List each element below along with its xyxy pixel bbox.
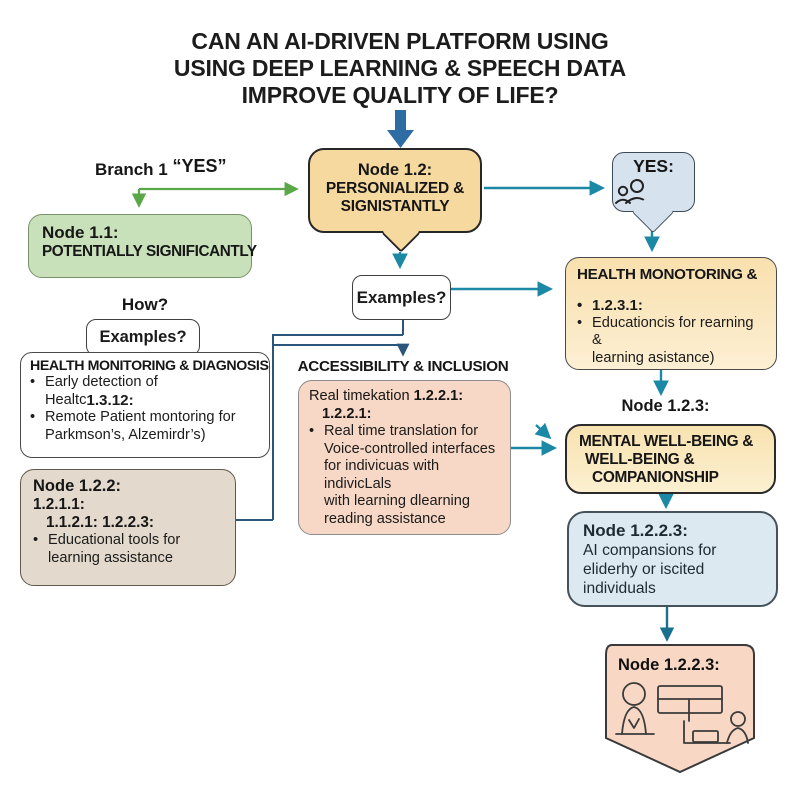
node-1-2-2-3-line2: eliderhy or iscited (583, 561, 705, 578)
node-1-1: Node 1.1: POTENTIALLY SIGNIFICANTLY (28, 214, 257, 278)
health-diagnosis-bullet-1: • Early detection of (30, 374, 260, 392)
health-diagnosis-bullet-2-text: Remote Patient montoring for (45, 409, 236, 425)
branch-yes-label: Branch 1 “YES” (95, 156, 227, 180)
health-monitoring-bullet-2-cont: learning asistance) (592, 349, 715, 366)
connector-diagonal-to-mental (534, 422, 552, 440)
node-1-2-line3: SIGNISTANTLY (340, 198, 450, 215)
title-line-2: USING DEEP LEARNING & SPEECH DATA (173, 55, 627, 81)
health-monitoring-box: HEALTH MONOTORING & • 1.2.3.1: • Educati… (565, 257, 777, 370)
accessibility-line1-bold: 1.2.2.1: (413, 388, 464, 404)
health-diagnosis-bullet-2: • Remote Patient montoring for (30, 409, 260, 427)
accessibility-bullet-line2: Voice-controlled interfaces (324, 440, 496, 457)
node-1-2-2-bullet: • Educational tools for (33, 532, 223, 550)
health-monitoring-bullet-1: • 1.2.3.1: (577, 297, 765, 315)
accessibility-bullet-line3: for indivicuas with indivicLals (324, 458, 440, 492)
node-1-2-title: Node 1.2: (357, 161, 433, 179)
bullet-icon: • (33, 532, 39, 548)
health-monitoring-bullet-2-text: Educationcis for rearning & (592, 314, 754, 349)
health-diagnosis-b1l2-bold: 1.3.12: (86, 391, 134, 409)
node-1-2-2-title: Node 1.2.2: (33, 477, 122, 495)
health-diagnosis-bullet-2-cont: Parkmson’s, Alzemirdr’s) (30, 427, 260, 445)
accessibility-bullet: • Real time translation for (309, 423, 500, 441)
node-1-1-body: POTENTIALLY SIGNIFICANTLY (42, 243, 257, 260)
mental-wellbeing-box: MENTAL WELL-BEING & WELL-BEING & COMPANI… (565, 424, 776, 494)
node-1-2-2-bullet-cont-text: learning assistance (48, 549, 173, 566)
health-diagnosis-bullet-1-cont: Healtc 1.3.12: (30, 392, 260, 410)
health-diagnosis-heading: HEALTH MONITORING & DIAGNOSIS (30, 358, 269, 374)
node-1-2-2-3: Node 1.2.2.3: AI compansions for eliderh… (567, 511, 778, 607)
yes-bubble-label: YES: (633, 156, 674, 176)
node-1-2-2-sub2: 1.1.2.1: 1.2.2.3: (46, 514, 154, 531)
node-1-2-2-3-line1: AI compansions for (583, 542, 717, 559)
bullet-icon: • (577, 297, 583, 314)
health-monitoring-bullet-2: • Educationcis for rearning & (577, 315, 765, 350)
health-diagnosis-box: HEALTH MONITORING & DIAGNOSIS • Early de… (20, 352, 270, 458)
how-label: How? (121, 295, 169, 314)
node-1-2-2-3-line3: individuals (583, 580, 656, 597)
bullet-icon: • (30, 409, 36, 425)
connector-examples-node122-group (236, 318, 404, 521)
examples-mid-label: Examples? (356, 287, 447, 307)
node-1-1-title: Node 1.1: (42, 223, 119, 242)
accessibility-line2: 1.2.2.1: (322, 406, 372, 422)
bullet-icon: • (577, 314, 583, 331)
branch-yes-text: “YES” (172, 156, 227, 176)
banner-node-1-2-2-3: Node 1.2.2.3: (605, 644, 755, 774)
node-1-2-2-bullet-text: Educational tools for (48, 532, 181, 548)
node-1-2-line2: PERSONIALIZED & (325, 180, 465, 197)
accessibility-bullet-line4: with learning dlearning (324, 493, 471, 509)
title-down-arrow (387, 110, 414, 148)
bullet-icon: • (30, 374, 36, 390)
examples-mid-bubble: Examples? (352, 275, 451, 320)
mental-line3: COMPANIONSHIP (592, 469, 719, 486)
mental-line2: WELL-BEING & (585, 451, 695, 468)
bullet-icon: • (309, 423, 315, 439)
mental-line1: MENTAL WELL-BEING & (579, 433, 754, 450)
health-diagnosis-bullet-1-text: Early detection of (45, 374, 158, 390)
accessibility-line1-pre: Real timekation (309, 388, 414, 404)
page-title: CAN AN AI-DRIVEN PLATFORM USING USING DE… (0, 28, 800, 109)
branch-label-text: Branch 1 (95, 160, 173, 179)
node-1-2-2-bullet-cont: learning assistance (33, 550, 223, 568)
health-monitoring-bullet-1-text: 1.2.3.1: (592, 297, 643, 314)
title-line-3: IMPROVE QUALITY OF LIFE? (241, 82, 559, 108)
accessibility-heading: ACCESSIBILITY & INCLUSION (297, 358, 509, 375)
node-1-2-3-label: Node 1.2.3: (621, 397, 710, 415)
banner-title: Node 1.2.2.3: (618, 656, 720, 674)
accessibility-line1: Real timekation 1.2.2.1: (309, 387, 500, 405)
node-1-2-2-3-title: Node 1.2.2.3: (583, 521, 688, 540)
examples-left-label: Examples? (99, 328, 187, 346)
banner-shape (605, 644, 755, 774)
node-1-2-2: Node 1.2.2: 1.2.1.1: 1.1.2.1: 1.2.2.3: •… (20, 469, 236, 586)
banner-people-whiteboard-icon (615, 682, 749, 744)
accessibility-box: Real timekation 1.2.2.1: 1.2.2.1: • Real… (298, 380, 511, 535)
accessibility-bullet-line5: reading assistance (324, 510, 446, 527)
accessibility-bullet-line1: Real time translation for (324, 423, 479, 439)
title-line-1: CAN AN AI-DRIVEN PLATFORM USING (191, 28, 609, 54)
health-diagnosis-b2l2-text: Parkmson’s, Alzemirdr’s) (45, 426, 206, 443)
examples-left-bubble: Examples? (86, 319, 200, 356)
node-1-2-2-sub1: 1.2.1.1: (33, 496, 85, 513)
health-monitoring-heading: HEALTH MONOTORING & (577, 266, 758, 283)
health-diagnosis-b1l2-pre: Healtc (45, 391, 87, 408)
